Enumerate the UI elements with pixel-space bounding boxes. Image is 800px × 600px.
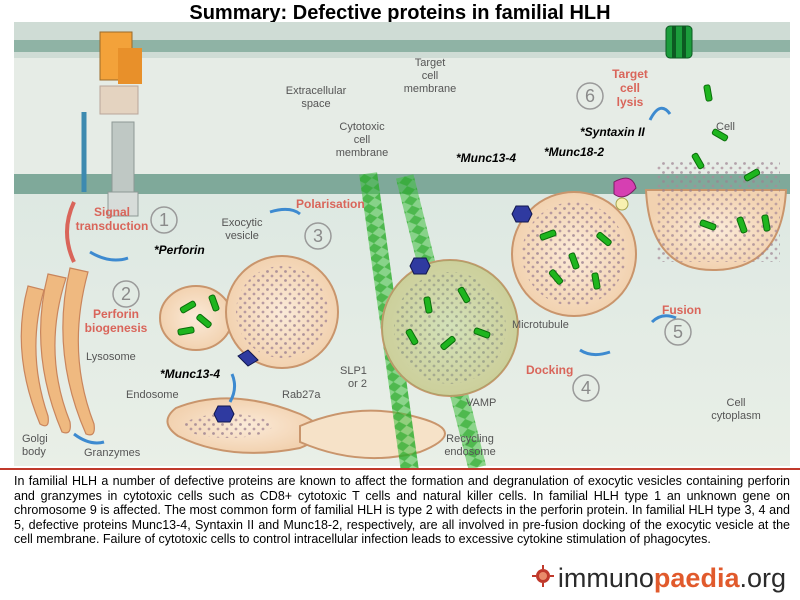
exocytic-vesicle [225, 255, 339, 369]
step-5: 5 [673, 322, 683, 342]
label-microtubule: Microtubule [512, 319, 569, 331]
logo-prefix: immuno [557, 563, 654, 593]
label-fusion: Fusion [662, 303, 701, 317]
label-docking: Docking [526, 363, 573, 377]
lysosome [159, 285, 233, 351]
perforin-pore [665, 25, 693, 59]
extracellular-space [14, 58, 790, 174]
logo-suffix: .org [739, 563, 786, 593]
step-1: 1 [159, 210, 169, 230]
label-lysosome: Lysosome [86, 351, 136, 363]
label-granzymes: Granzymes [84, 447, 141, 459]
flow-arrows [73, 106, 677, 445]
virus-icon [531, 565, 554, 587]
caption-text: In familial HLH a number of defective pr… [14, 474, 790, 547]
label-cell-top: Cell [716, 121, 735, 133]
step-6: 6 [585, 86, 595, 106]
label-syntaxin-ii: *Syntaxin II [580, 125, 645, 139]
golgi-body [20, 267, 95, 436]
target-cell-membrane [14, 40, 790, 52]
perforin-granules [177, 84, 771, 351]
label-perforin: *Perforin [154, 243, 205, 257]
label-rab27a: Rab27a [282, 389, 321, 401]
step-4: 4 [581, 378, 591, 398]
label-polarisation: Polarisation [296, 197, 365, 211]
label-munc13-4-lower: *Munc13-4 [160, 367, 220, 381]
polarised-vesicle [381, 259, 519, 397]
logo-middle: paedia [653, 563, 740, 593]
signal-arrow [65, 201, 76, 263]
step-numbers [112, 82, 692, 402]
munc13-4-markers [213, 205, 533, 423]
step-2: 2 [121, 284, 131, 304]
label-munc18-2: *Munc18-2 [544, 145, 604, 159]
diagram-title: Summary: Defective proteins in familial … [189, 2, 611, 24]
label-vamp: VAMP [466, 397, 496, 409]
label-munc13-4-upper: *Munc13-4 [456, 151, 516, 165]
fused-vesicle [644, 162, 788, 272]
caption: In familial HLH a number of defective pr… [0, 468, 800, 547]
receptor-complex [81, 31, 142, 217]
step-3: 3 [313, 226, 323, 246]
immunopaedia-logo[interactable]: immunopaedia.org [531, 563, 786, 594]
label-endosome: Endosome [126, 389, 179, 401]
munc18-2-syntaxin [613, 177, 637, 211]
